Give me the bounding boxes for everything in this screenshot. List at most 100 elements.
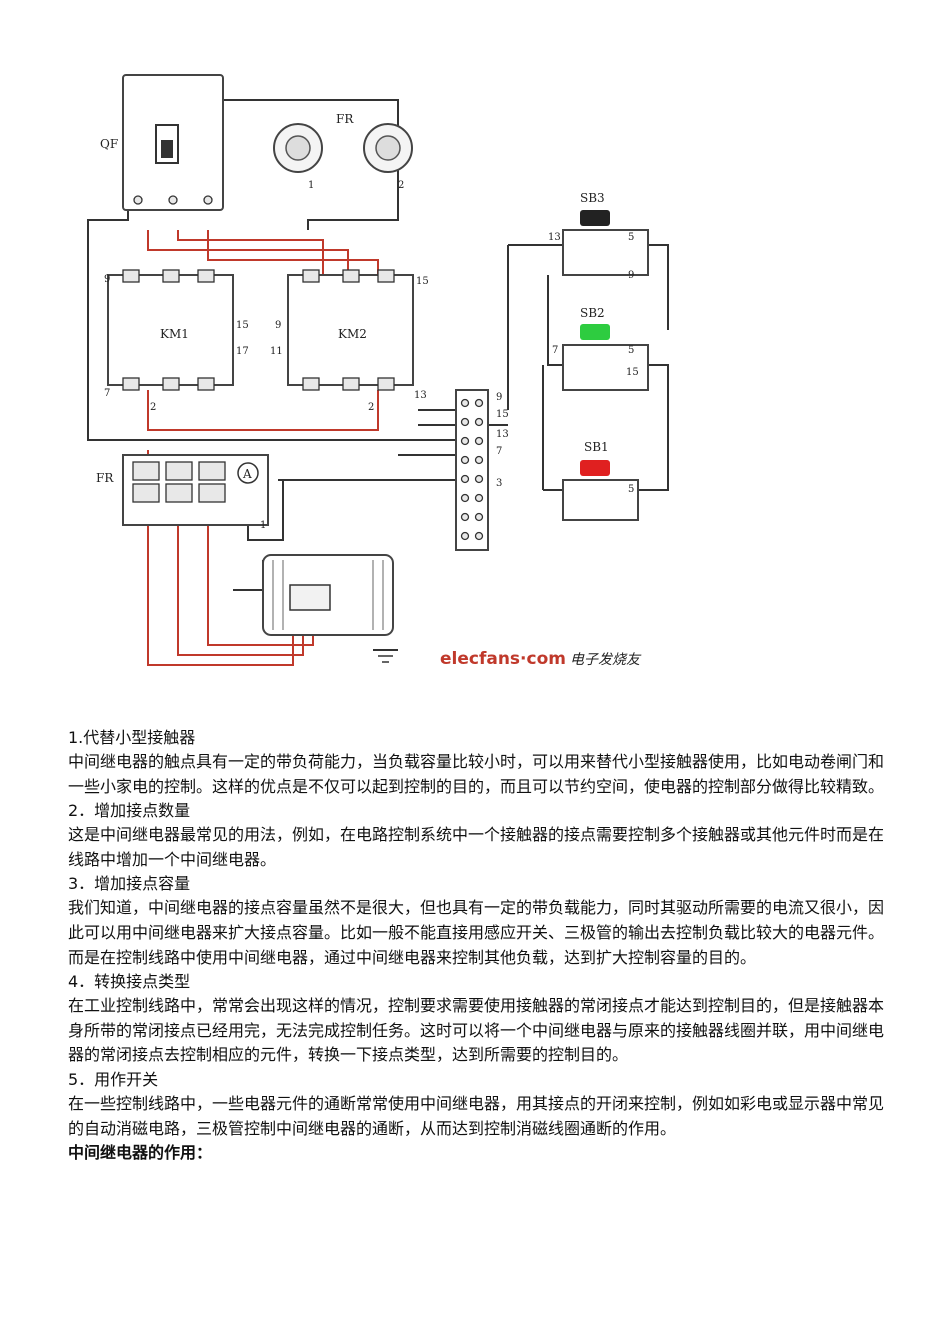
qf-label: QF [100,137,118,151]
node-label: 5 [628,484,634,495]
sb1-switch-body [562,479,639,521]
node-label: 15 [496,409,509,420]
ammeter-label: A [242,467,252,481]
km2-contactor [287,274,414,386]
tb-screw [474,474,484,484]
tb-screw [474,398,484,408]
km2-label: KM2 [338,327,367,341]
node-label: 2 [368,402,374,413]
section-4-body: 在工业控制线路中，常常会出现这样的情况，控制要求需要使用接触器的常闭接点才能达到… [68,996,885,1065]
final-heading: 中间继电器的作用： [68,1143,213,1163]
tb-screw [474,512,484,522]
qf-handle-knob [161,140,173,158]
fr-terminal [132,483,160,503]
wiring-diagram: QF FR 1 2 KM1 9 7 15 17 2 KM2 9 11 15 13… [87,74,669,669]
wire-red-7 [207,490,314,646]
wire-right-top [507,244,669,410]
ammeter [237,462,259,484]
wire-red-2 [177,230,324,275]
km2-terminal [302,377,320,391]
tb-screw [460,474,470,484]
tb-screw [460,455,470,465]
km2-terminal [342,269,360,283]
fuse-2-core [375,135,401,161]
node-label: 1 [308,180,314,191]
km2-terminal [342,377,360,391]
tb-screw [460,493,470,503]
node-label: 13 [548,232,561,243]
node-label: 7 [552,345,558,356]
watermark-cn: 电子发烧友 [570,652,642,668]
node-label: 13 [414,390,427,401]
section-3-body: 我们知道，中间继电器的接点容量虽然不是很大，但也具有一定的带负载能力，同时其驱动… [68,898,885,967]
section-2-body: 这是中间继电器最常见的用法，例如，在电路控制系统中一个接触器的接点需要控制多个接… [68,825,885,869]
wire-red-3 [207,230,379,275]
km2-terminal [377,269,395,283]
terminal-block [455,389,489,551]
sb1-button-cap [580,460,610,476]
sb2-switch-body [562,344,649,391]
section-2-title: 2．增加接点数量 [68,801,191,821]
node-label: 9 [628,270,634,281]
node-label: 13 [496,429,509,440]
node-label: 15 [236,320,249,331]
section-5-body: 在一些控制线路中，一些电器元件的通断常常使用中间继电器，用其接点的开闭来控制，例… [68,1093,885,1138]
section-1-title: 1.代替小型接触器 [68,728,196,747]
sb3-button-cap [580,210,610,226]
node-label: 7 [104,388,110,399]
node-label: 15 [416,276,429,287]
qf-terminal [133,195,143,205]
km2-terminal [377,377,395,391]
node-label: 9 [104,274,110,285]
km2-terminal [302,269,320,283]
watermark-logo: elecfans·com [440,649,566,669]
km1-terminal [197,269,215,283]
node-label: 17 [236,346,249,357]
km1-terminal [162,377,180,391]
fuse-1-core [285,135,311,161]
node-label: 5 [628,232,634,243]
fr-terminal [165,461,193,481]
fr-terminal [198,461,226,481]
fr-top-label: FR [336,112,354,126]
qf-terminal [203,195,213,205]
article-body: 1.代替小型接触器 中间继电器的触点具有一定的带负荷能力，当负载容量比较小时，可… [68,726,888,1165]
sb2-label: SB2 [580,306,605,320]
sb2-button-cap [580,324,610,340]
wire-sb-bridge [542,275,669,491]
node-label: 3 [496,478,502,489]
node-label: 11 [270,346,283,357]
tb-screw [460,417,470,427]
tb-screw [460,436,470,446]
wire-red-1 [147,230,349,275]
sb3-label: SB3 [580,191,605,205]
km1-terminal [197,377,215,391]
section-4-title: 4．转换接点类型 [68,972,191,992]
km1-terminal [122,377,140,391]
wire-fr-aux [247,480,284,541]
node-label: 2 [150,402,156,413]
node-label: 2 [398,180,404,191]
section-3-title: 3．增加接点容量 [68,874,191,894]
fr-bottom-label: FR [96,471,114,485]
tb-screw [460,398,470,408]
sb3-switch-body [562,229,649,276]
km1-terminal [162,269,180,283]
tb-screw [474,531,484,541]
qf-terminal [168,195,178,205]
node-label: 15 [626,367,639,378]
tb-screw [460,531,470,541]
node-label: 9 [275,320,281,331]
tb-screw [474,493,484,503]
node-label: 7 [496,446,502,457]
motor-fins [272,560,384,630]
tb-screw [474,417,484,427]
node-label: 1 [260,520,266,531]
sb1-label: SB1 [584,440,609,454]
wire-red-4 [147,390,379,431]
motor-terminal-box [289,584,331,611]
section-1-body: 中间继电器的触点具有一定的带负荷能力，当负载容量比较小时，可以用来替代小型接触器… [68,752,885,796]
km1-terminal [122,269,140,283]
tb-screw [474,455,484,465]
ground-icon [373,649,398,663]
